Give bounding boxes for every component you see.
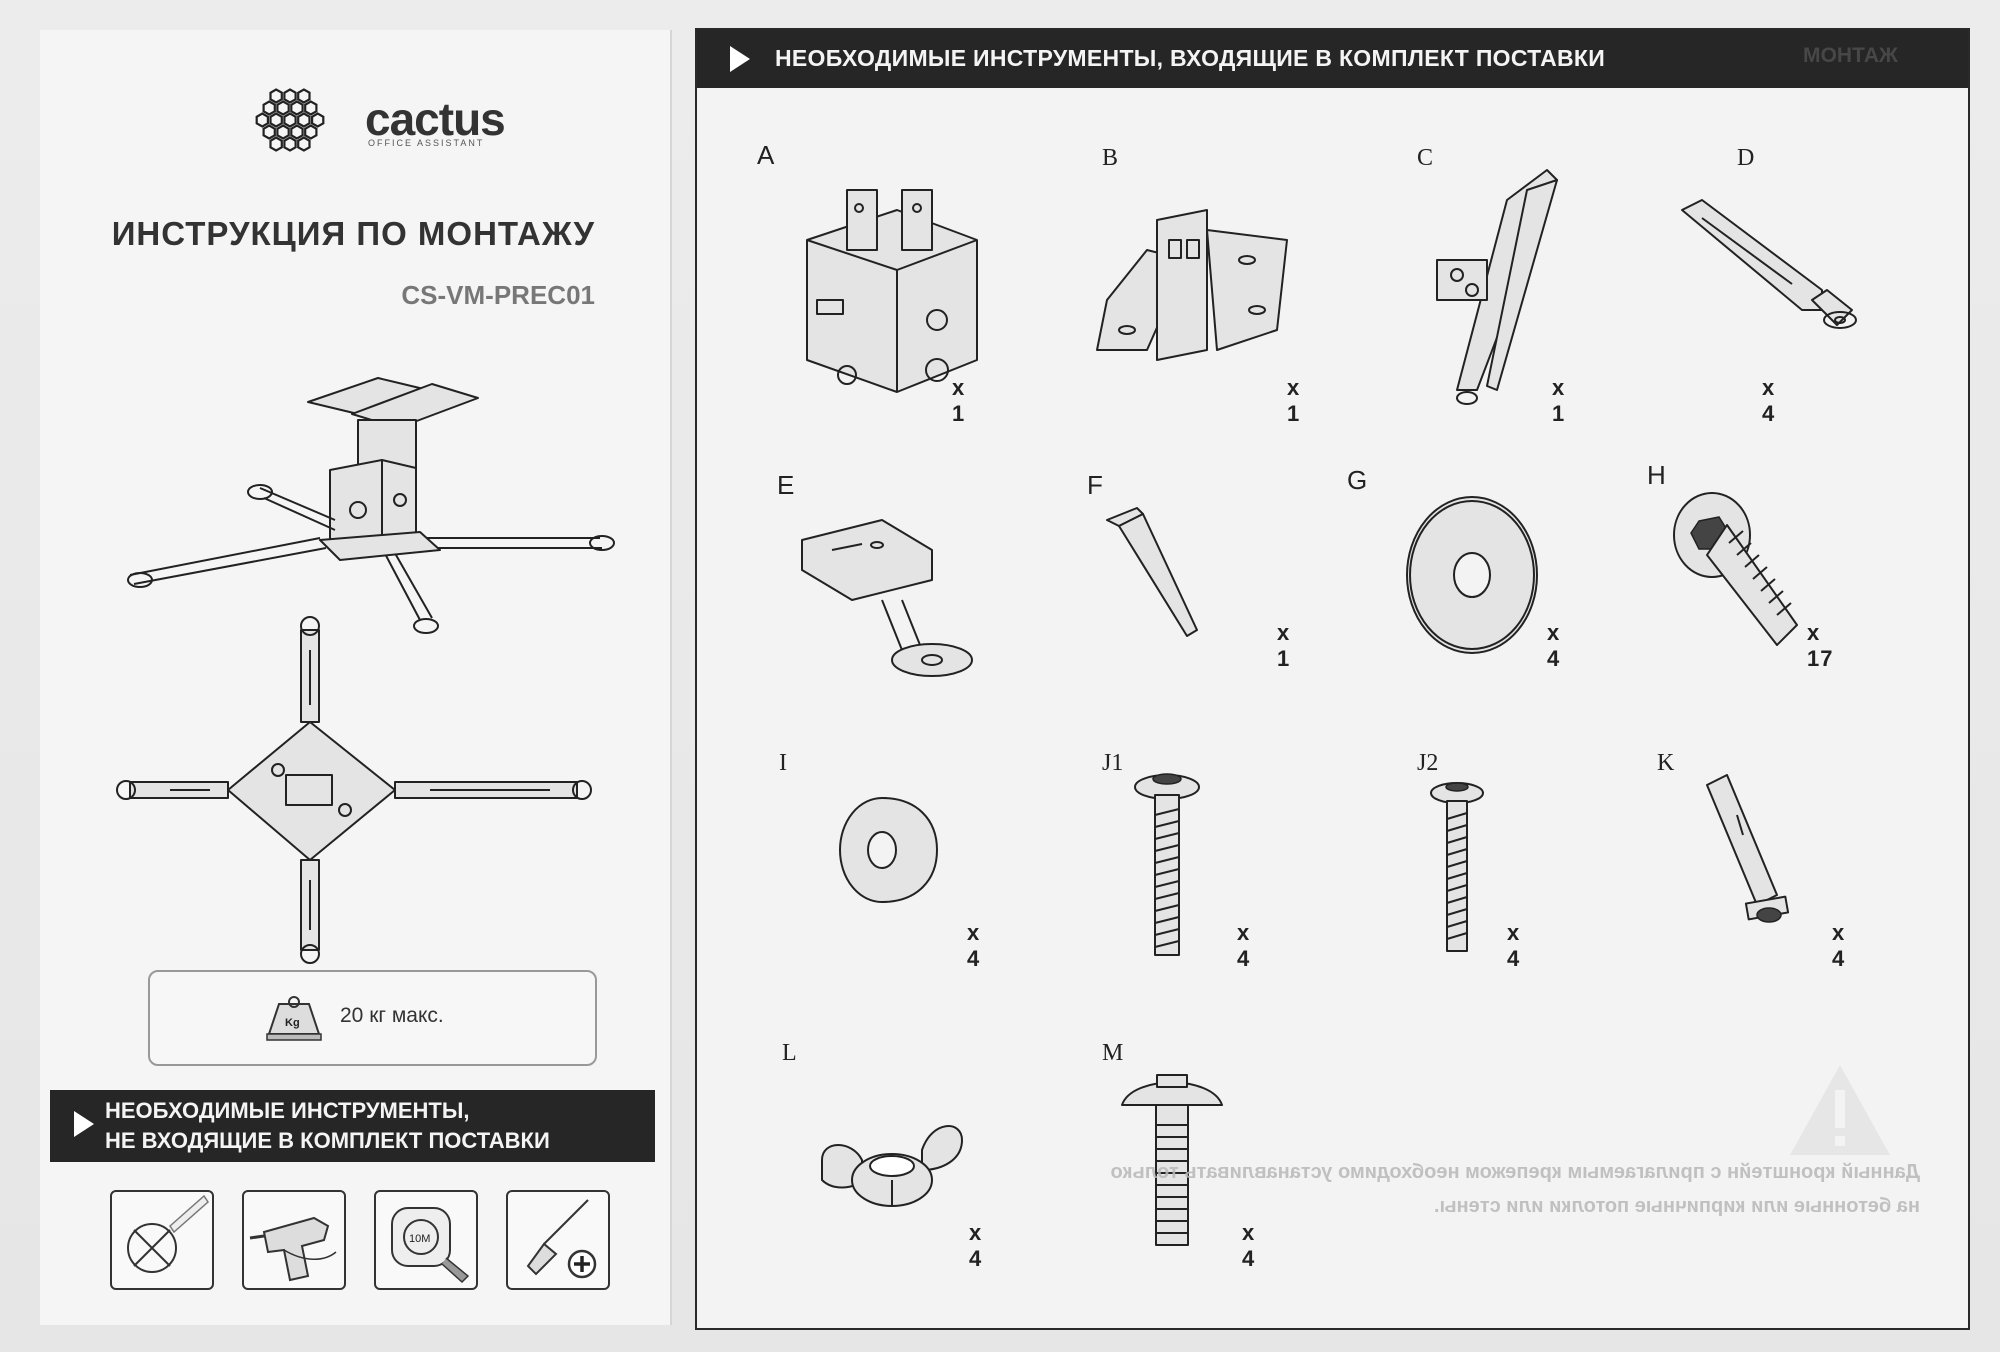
parts-panel: НЕОБХОДИМЫЕ ИНСТРУМЕНТЫ, ВХОДЯЩИЕ В КОМП… xyxy=(695,28,1970,1330)
part-b-bracket xyxy=(1096,209,1288,361)
part-k-anchor xyxy=(1706,774,1790,923)
part-letter: J1 xyxy=(1102,750,1124,776)
logo-cell xyxy=(297,136,311,152)
tools-not-included-line1: НЕОБХОДИМЫЕ ИНСТРУМЕНТЫ, xyxy=(105,1098,470,1123)
tools-included-header: НЕОБХОДИМЫЕ ИНСТРУМЕНТЫ, ВХОДЯЩИЕ В КОМП… xyxy=(697,30,1968,88)
logo-cell xyxy=(304,124,318,140)
part-letter: C xyxy=(1417,145,1434,171)
part-i-spacer xyxy=(839,797,938,903)
part-letter: H xyxy=(1647,460,1666,490)
logo-cell xyxy=(283,136,297,152)
power-drill-tool xyxy=(242,1190,346,1290)
part-qty: x 4 xyxy=(1242,1220,1256,1271)
part-d-strip xyxy=(1681,199,1857,329)
part-qty: x 4 xyxy=(1832,920,1846,971)
tools-included-title: НЕОБХОДИМЫЕ ИНСТРУМЕНТЫ, ВХОДЯЩИЕ В КОМП… xyxy=(775,45,1606,71)
part-e-plate xyxy=(801,519,973,677)
max-load-box: Kg 20 кг макс. xyxy=(148,970,597,1066)
logo-cell xyxy=(269,112,283,128)
part-letter: A xyxy=(757,140,775,170)
cover-panel: cactus OFFICE ASSISTANT ИНСТРУКЦИЯ ПО МО… xyxy=(40,30,672,1325)
part-qty: x 4 xyxy=(1547,620,1561,671)
tools-not-included-line2: НЕ ВХОДЯЩИЕ В КОМПЛЕКТ ПОСТАВКИ xyxy=(105,1128,550,1153)
part-letter: M xyxy=(1102,1040,1124,1066)
cactus-logo-icon xyxy=(250,80,330,160)
mount-top-view-illustration xyxy=(116,616,592,964)
part-j2-screw xyxy=(1430,782,1484,952)
part-letter: E xyxy=(777,470,795,500)
part-qty: x 4 xyxy=(967,920,981,971)
logo-cell xyxy=(310,112,325,128)
part-c-arm xyxy=(1436,169,1558,405)
part-qty: x 1 xyxy=(952,375,966,426)
logo-cell xyxy=(276,124,290,140)
logo-cell xyxy=(297,88,311,104)
brand-tagline: OFFICE ASSISTANT xyxy=(368,138,485,148)
weight-icon-label: Kg xyxy=(285,1017,300,1029)
part-g-washer xyxy=(1406,496,1538,654)
header-bleed-text: ЖАТНОМ xyxy=(1803,44,1898,67)
logo-cell xyxy=(304,100,318,116)
part-j1-screw xyxy=(1134,773,1200,956)
part-qty: x 1 xyxy=(1277,620,1291,671)
part-letter: F xyxy=(1087,470,1103,500)
tape-measure-tool: 10M xyxy=(374,1190,478,1290)
tape-measure-label: 10M xyxy=(409,1233,430,1245)
part-qty: x 4 xyxy=(1762,375,1776,426)
power-drill-icon xyxy=(249,1216,337,1282)
part-l-wing-nut xyxy=(821,1125,963,1207)
part-qty: x 4 xyxy=(1237,920,1251,971)
logo-cell xyxy=(283,88,297,104)
part-qty: x 1 xyxy=(1287,375,1301,426)
drill-bit-icon xyxy=(127,1194,209,1273)
play-arrow-icon xyxy=(74,1111,94,1137)
drill-bit-tool xyxy=(110,1190,214,1290)
screwdriver-tool xyxy=(506,1190,610,1290)
logo-cell xyxy=(269,136,283,152)
weight-icon: Kg xyxy=(266,996,322,1041)
logo-cell xyxy=(262,124,276,140)
part-letter: L xyxy=(782,1040,797,1066)
bleed-through-warning: Данный кронштейн с прилагаемым крепежом … xyxy=(1110,1161,1920,1217)
play-arrow-icon xyxy=(730,46,750,72)
warning-icon xyxy=(1790,1065,1890,1155)
part-qty: x 1 xyxy=(1552,375,1566,426)
max-load-text: 20 кг макс. xyxy=(340,1004,444,1027)
logo-cell xyxy=(283,112,297,128)
logo-cell xyxy=(290,124,304,140)
logo-cell xyxy=(297,112,311,128)
screwdriver-icon xyxy=(526,1199,597,1279)
part-m-carriage-bolt xyxy=(1121,1074,1223,1246)
logo-cell xyxy=(290,100,304,116)
brand-name: cactus xyxy=(365,93,506,145)
part-letter: D xyxy=(1737,145,1755,171)
part-a-housing xyxy=(806,189,978,393)
part-letter: J2 xyxy=(1417,750,1439,776)
mount-perspective-illustration xyxy=(127,377,615,634)
document-title: ИНСТРУКЦИЯ ПО МОНТАЖУ xyxy=(111,215,595,252)
part-qty: x 4 xyxy=(1507,920,1521,971)
tools-not-included-header: НЕОБХОДИМЫЕ ИНСТРУМЕНТЫ, НЕ ВХОДЯЩИЕ В К… xyxy=(50,1090,655,1162)
logo-cell xyxy=(262,100,276,116)
part-letter: B xyxy=(1102,145,1119,171)
model-number: CS-VM-PREC01 xyxy=(401,280,595,310)
part-letter: K xyxy=(1657,750,1675,776)
part-qty: x 4 xyxy=(969,1220,983,1271)
part-f-hex-key xyxy=(1106,507,1198,637)
tape-measure-icon: 10M xyxy=(391,1207,470,1284)
part-h-bolt xyxy=(1673,492,1798,646)
part-letter: G xyxy=(1347,465,1368,495)
part-letter: I xyxy=(779,750,787,776)
logo-cell xyxy=(269,88,283,104)
part-qty: x 17 xyxy=(1807,620,1834,671)
logo-cell xyxy=(255,112,269,128)
logo-cell xyxy=(276,100,290,116)
